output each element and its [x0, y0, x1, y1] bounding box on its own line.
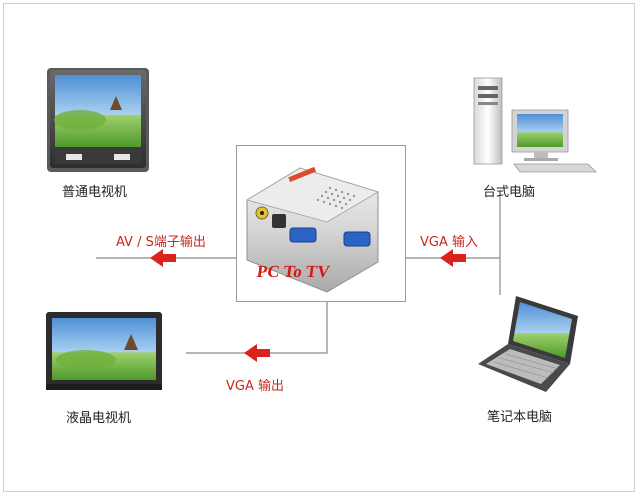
converter-name: PC To TV — [255, 262, 331, 281]
vga-input-label: VGA 输入 — [420, 235, 478, 250]
laptop-label: 笔记本电脑 — [487, 410, 553, 425]
arrow-vga-out — [244, 344, 270, 362]
lcd-tv-label: 液晶电视机 — [66, 411, 132, 426]
crt-tv-label: 普通电视机 — [62, 185, 128, 200]
crt-tv-image — [47, 68, 149, 172]
desktop-label: 台式电脑 — [483, 185, 536, 200]
desktop-image — [473, 77, 597, 173]
laptop-image — [478, 296, 578, 392]
av-s-output-label: AV / S端子输出 — [116, 235, 206, 250]
vga-out-line — [186, 302, 328, 354]
arrow-vga-in — [440, 249, 466, 267]
lcd-tv-image — [46, 312, 162, 390]
vga-output-label: VGA 输出 — [226, 379, 284, 394]
arrow-av-out — [150, 249, 176, 267]
